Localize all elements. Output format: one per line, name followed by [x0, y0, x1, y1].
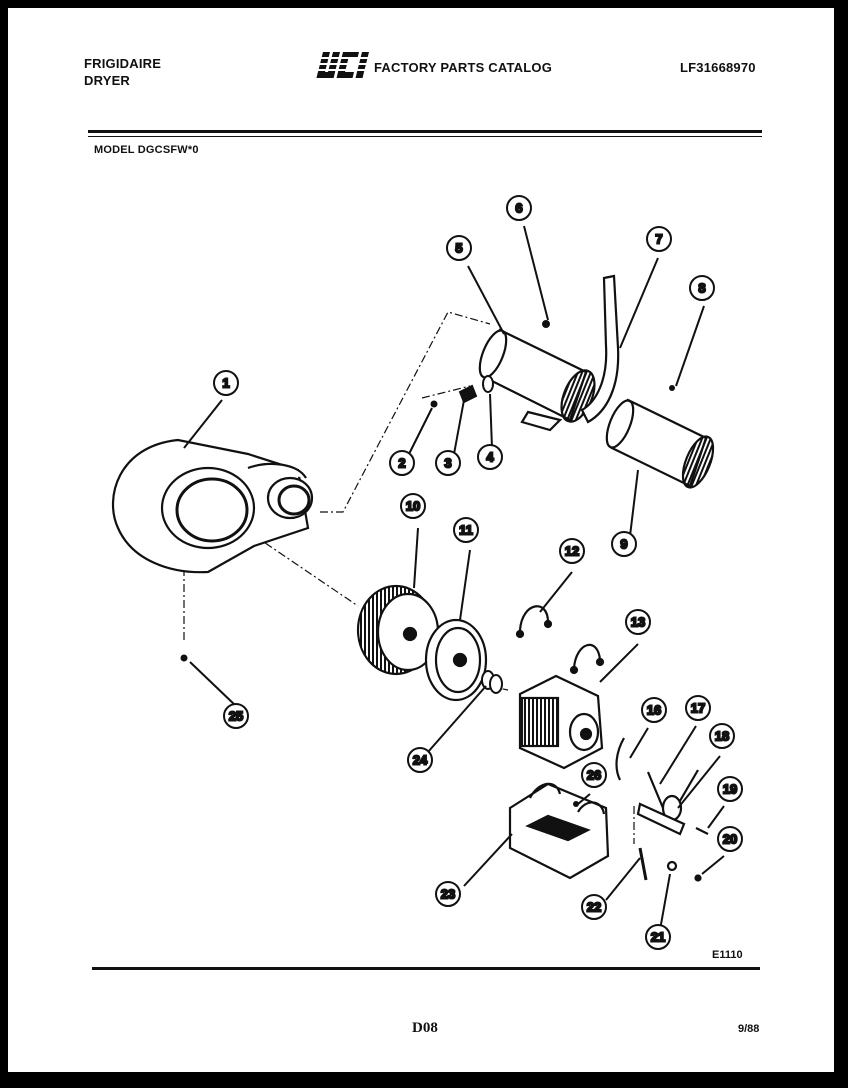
callout-6: 6 — [506, 195, 532, 221]
callout-number: 19 — [723, 782, 737, 797]
callout-number: 4 — [486, 450, 494, 465]
page-date: 9/88 — [738, 1023, 760, 1035]
callout-number: 16 — [647, 703, 661, 718]
callout-22: 22 — [581, 894, 607, 920]
bracket-screw — [573, 801, 579, 807]
callout-number: 23 — [441, 887, 455, 902]
callout-number: 22 — [587, 900, 601, 915]
callout-number: 9 — [620, 537, 627, 552]
callout-9: 9 — [611, 531, 637, 557]
callout-number: 20 — [723, 832, 737, 847]
callout-23: 23 — [435, 881, 461, 907]
figure-code: E1110 — [712, 949, 743, 961]
callout-3: 3 — [435, 450, 461, 476]
exploded-parts-diagram — [111, 225, 725, 931]
sensor-hardware — [430, 375, 494, 408]
brand-block: FRIGIDAIRE DRYER — [84, 55, 161, 89]
footer-rule — [92, 967, 760, 970]
callout-number: 7 — [655, 232, 662, 247]
callout-number: 10 — [406, 499, 420, 514]
callout-19: 19 — [717, 776, 743, 802]
callout-12: 12 — [559, 538, 585, 564]
brand-name: FRIGIDAIRE — [84, 56, 162, 71]
callout-24: 24 — [407, 747, 433, 773]
callout-25: 25 — [223, 703, 249, 729]
callout-number: 18 — [715, 729, 729, 744]
callout-number: 24 — [413, 753, 428, 768]
callout-number: 21 — [651, 930, 665, 945]
callout-number: 12 — [565, 544, 579, 559]
callout-number: 2 — [398, 456, 405, 471]
callout-20: 20 — [717, 826, 743, 852]
callout-number: 26 — [587, 768, 601, 783]
duct-screw — [542, 320, 550, 328]
catalog-title: FACTORY PARTS CATALOG — [374, 60, 553, 75]
blower-housing — [111, 438, 314, 574]
callout-number: 25 — [229, 709, 243, 724]
callout-17: 17 — [685, 695, 711, 721]
callout-number: 6 — [515, 201, 522, 216]
callout-5: 5 — [446, 235, 472, 261]
callout-1: 1 — [213, 370, 239, 396]
callout-8: 8 — [689, 275, 715, 301]
product-type: DRYER — [84, 73, 131, 88]
motor-clamps — [515, 605, 605, 675]
callout-4: 4 — [477, 444, 503, 470]
tube-screw — [669, 385, 675, 391]
wci-logo — [312, 52, 376, 78]
callout-leaders — [183, 225, 725, 931]
callout-18: 18 — [709, 723, 735, 749]
idler-assembly — [615, 737, 709, 882]
callout-21: 21 — [645, 924, 671, 950]
callout-13: 13 — [625, 609, 651, 635]
drive-motor — [518, 674, 604, 770]
housing-screw — [180, 654, 188, 662]
callout-number: 5 — [455, 241, 462, 256]
callout-16: 16 — [641, 697, 667, 723]
callout-2: 2 — [389, 450, 415, 476]
header-rule-thin — [88, 136, 762, 137]
callout-number: 13 — [631, 615, 645, 630]
shaft-spacer — [481, 670, 503, 694]
header-rule-thick — [88, 130, 762, 133]
callout-number: 3 — [444, 456, 451, 471]
callout-11: 11 — [453, 517, 479, 543]
motor-mount-bracket — [508, 782, 610, 880]
callout-number: 1 — [222, 376, 229, 391]
callout-number: 11 — [459, 523, 473, 538]
page-number: D08 — [412, 1020, 438, 1036]
blower-wheel — [356, 584, 440, 676]
catalog-page: FRIGIDAIRE DRYER FACTORY PARTS CATALOG L… — [8, 8, 834, 1072]
callout-10: 10 — [400, 493, 426, 519]
blower-seal-plate — [424, 618, 488, 702]
callout-labels: 1 2 3 4 5 6 7 8 9 10 11 12 13 16 17 18 1… — [213, 195, 743, 950]
exhaust-tube — [605, 398, 715, 489]
callout-number: 17 — [691, 701, 705, 716]
model-number: MODEL DGCSFW*0 — [94, 144, 199, 156]
callout-26: 26 — [581, 762, 607, 788]
callout-number: 8 — [698, 281, 705, 296]
catalog-number: LF31668970 — [680, 60, 756, 75]
callout-7: 7 — [646, 226, 672, 252]
mounting-strap — [580, 274, 620, 424]
